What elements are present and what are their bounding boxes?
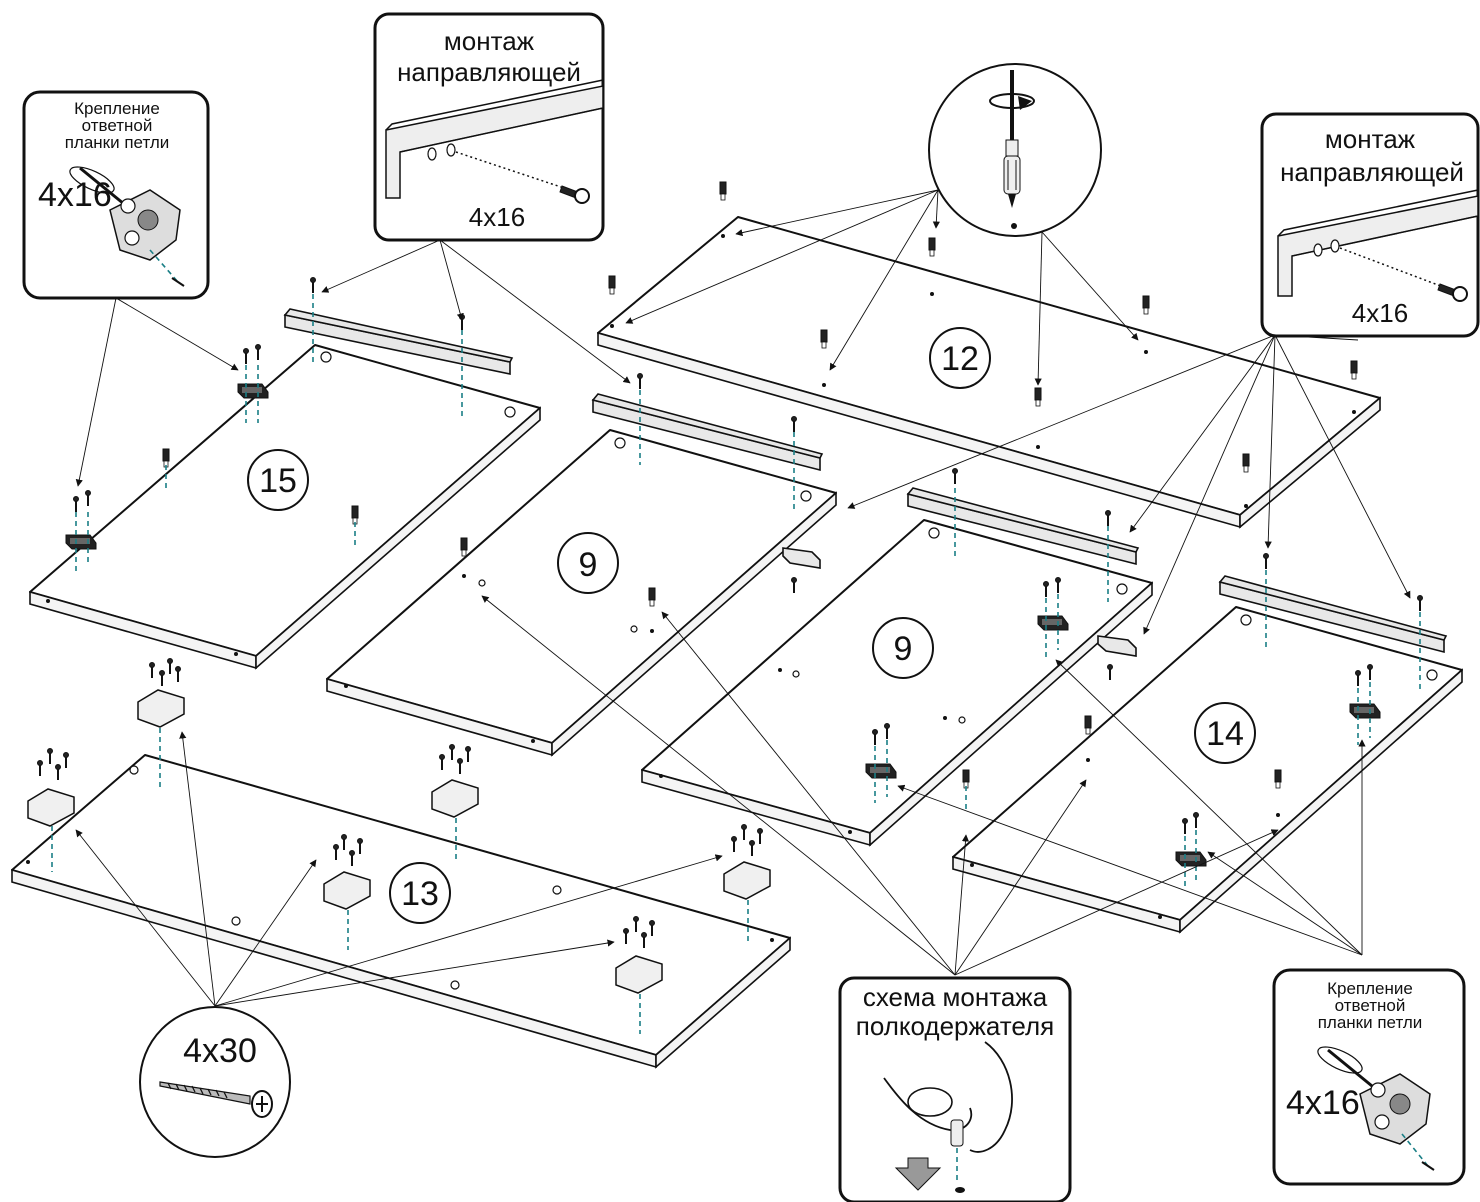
- panel-9-right: 9: [641, 467, 1153, 847]
- drawer-rail-icon: [1277, 189, 1479, 302]
- panel-number-circle: [929, 327, 991, 389]
- drawer-rail-14: [1218, 552, 1448, 692]
- screw-size-label: 4x30: [183, 1032, 257, 1070]
- screw-size-label: 4x16: [469, 202, 525, 232]
- callout-shelf-pin: схема монтажа полкодержателя: [838, 976, 1072, 1202]
- wood-screw-icon: [159, 1081, 273, 1118]
- panel-number-9-left: 9: [579, 546, 598, 584]
- screw-size-label: 4x16: [1352, 298, 1408, 328]
- callout-hinge-left: Крепление ответной планки петли 4x16: [22, 90, 210, 300]
- callout-title-line1: Крепление: [74, 99, 160, 118]
- hinge-plate-icon: [69, 166, 185, 287]
- panel-number-13: 13: [401, 875, 439, 913]
- callout-title-line1: монтаж: [1325, 124, 1416, 154]
- callout-title-line2: полкодержателя: [856, 1011, 1055, 1041]
- leader-lines: [75, 189, 1411, 1007]
- panel-13: 13: [11, 657, 791, 1069]
- screwdriver-detail: [928, 63, 1102, 237]
- callout-title-line1: Крепление: [1327, 979, 1413, 998]
- hinge-plate-icon: [1317, 1046, 1435, 1171]
- callout-title-line3: планки петли: [65, 133, 170, 152]
- panel-number-12: 12: [941, 340, 979, 378]
- callout-title-line2: ответной: [82, 116, 153, 135]
- screwdriver-icon: [1003, 70, 1021, 208]
- drawer-rail-9-right: [906, 467, 1140, 602]
- callout-title-line2: ответной: [1335, 996, 1406, 1015]
- leveler-pads: [27, 657, 771, 1034]
- drawer-rail-15: [283, 276, 514, 418]
- panel-15: 15: [29, 276, 541, 670]
- panel-9-left: 9: [326, 372, 837, 757]
- panel-number-14: 14: [1206, 715, 1244, 753]
- callout-rail-right: монтаж направляющей 4x16: [1260, 112, 1480, 338]
- callout-title-line3: планки петли: [1318, 1013, 1423, 1032]
- hand-inserting-pin-icon: [883, 1041, 1013, 1193]
- screw-size-label: 4x16: [1286, 1084, 1360, 1122]
- panel-number-9-right: 9: [894, 630, 913, 668]
- callout-title-line1: монтаж: [444, 26, 535, 56]
- panel-number-15: 15: [259, 462, 297, 500]
- panel-12: 12: [597, 181, 1381, 529]
- screw-size-label: 4x16: [38, 176, 112, 214]
- panel-14: 14: [952, 552, 1463, 934]
- callout-rail-top: монтаж направляющей 4x16: [373, 12, 605, 242]
- drawer-rail-9-left: [591, 372, 824, 510]
- callout-hinge-right: Крепление ответной планки петли 4x16: [1272, 968, 1466, 1186]
- callout-screw-4x30: 4x30: [139, 1006, 291, 1158]
- shelf-pin-set-12: [608, 181, 1358, 508]
- callout-title-line2: направляющей: [397, 57, 581, 87]
- drawer-rail-icon: [385, 79, 604, 204]
- callout-title-line2: направляющей: [1280, 157, 1464, 187]
- callout-title-line1: схема монтажа: [863, 982, 1048, 1012]
